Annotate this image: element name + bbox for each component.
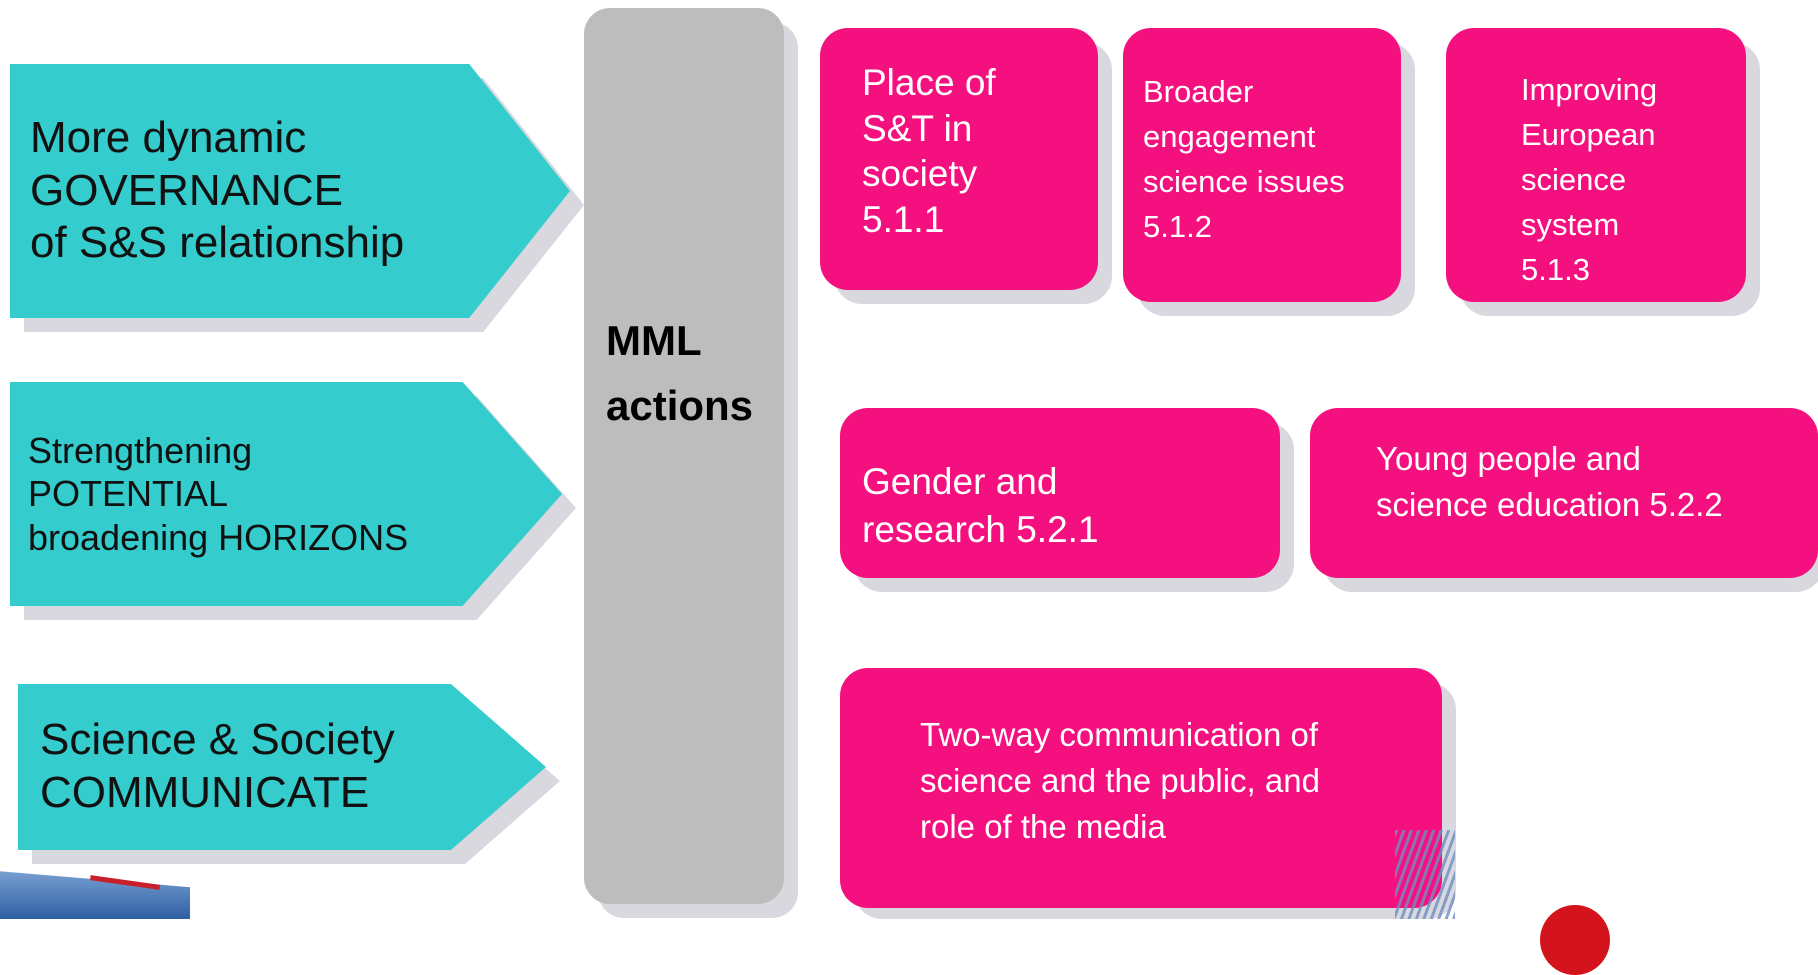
- box-two-way-communication: [840, 668, 1442, 908]
- box-broader-engagement-label: Broader engagement science issues 5.1.2: [1143, 74, 1345, 244]
- mml-actions-bar: [584, 8, 784, 904]
- box-two-way-communication-label: Two-way communication of science and the…: [920, 716, 1320, 846]
- box-broader-engagement: [1123, 28, 1401, 302]
- governance-arrow: More dynamic GOVERNANCE of S&S relations…: [10, 64, 584, 332]
- background-logo-fragment-right: [1540, 905, 1610, 975]
- background-logo-fragment-left: [0, 871, 190, 919]
- background-logo-fragment-center: [1395, 830, 1455, 919]
- communicate-arrow-shape: [18, 684, 546, 850]
- communicate-arrow: Science & Society COMMUNICATE: [18, 684, 560, 864]
- potential-arrow: Strengthening POTENTIAL broadening HORIZ…: [10, 382, 576, 620]
- box-place-of-st-label: Place of S&T in society 5.1.1: [862, 62, 996, 240]
- potential-arrow-shape: [10, 382, 562, 606]
- box-place-of-st: [820, 28, 1098, 290]
- governance-arrow-shape: [10, 64, 570, 318]
- box-young-people-label: Young people and science education 5.2.2: [1376, 440, 1723, 524]
- box-gender-research-label: Gender and research 5.2.1: [862, 461, 1099, 551]
- box-young-people: [1310, 408, 1818, 578]
- box-improving-european: [1446, 28, 1746, 302]
- communicate-arrow-label: Science & Society COMMUNICATE: [40, 715, 395, 817]
- potential-arrow-label: Strengthening POTENTIAL broadening HORIZ…: [28, 430, 409, 558]
- governance-arrow-label: More dynamic GOVERNANCE of S&S relations…: [30, 112, 405, 268]
- box-gender-research: [840, 408, 1280, 578]
- box-improving-european-label: Improving European science system 5.1.3: [1521, 72, 1658, 287]
- mml-actions-label: MML actions: [606, 317, 754, 430]
